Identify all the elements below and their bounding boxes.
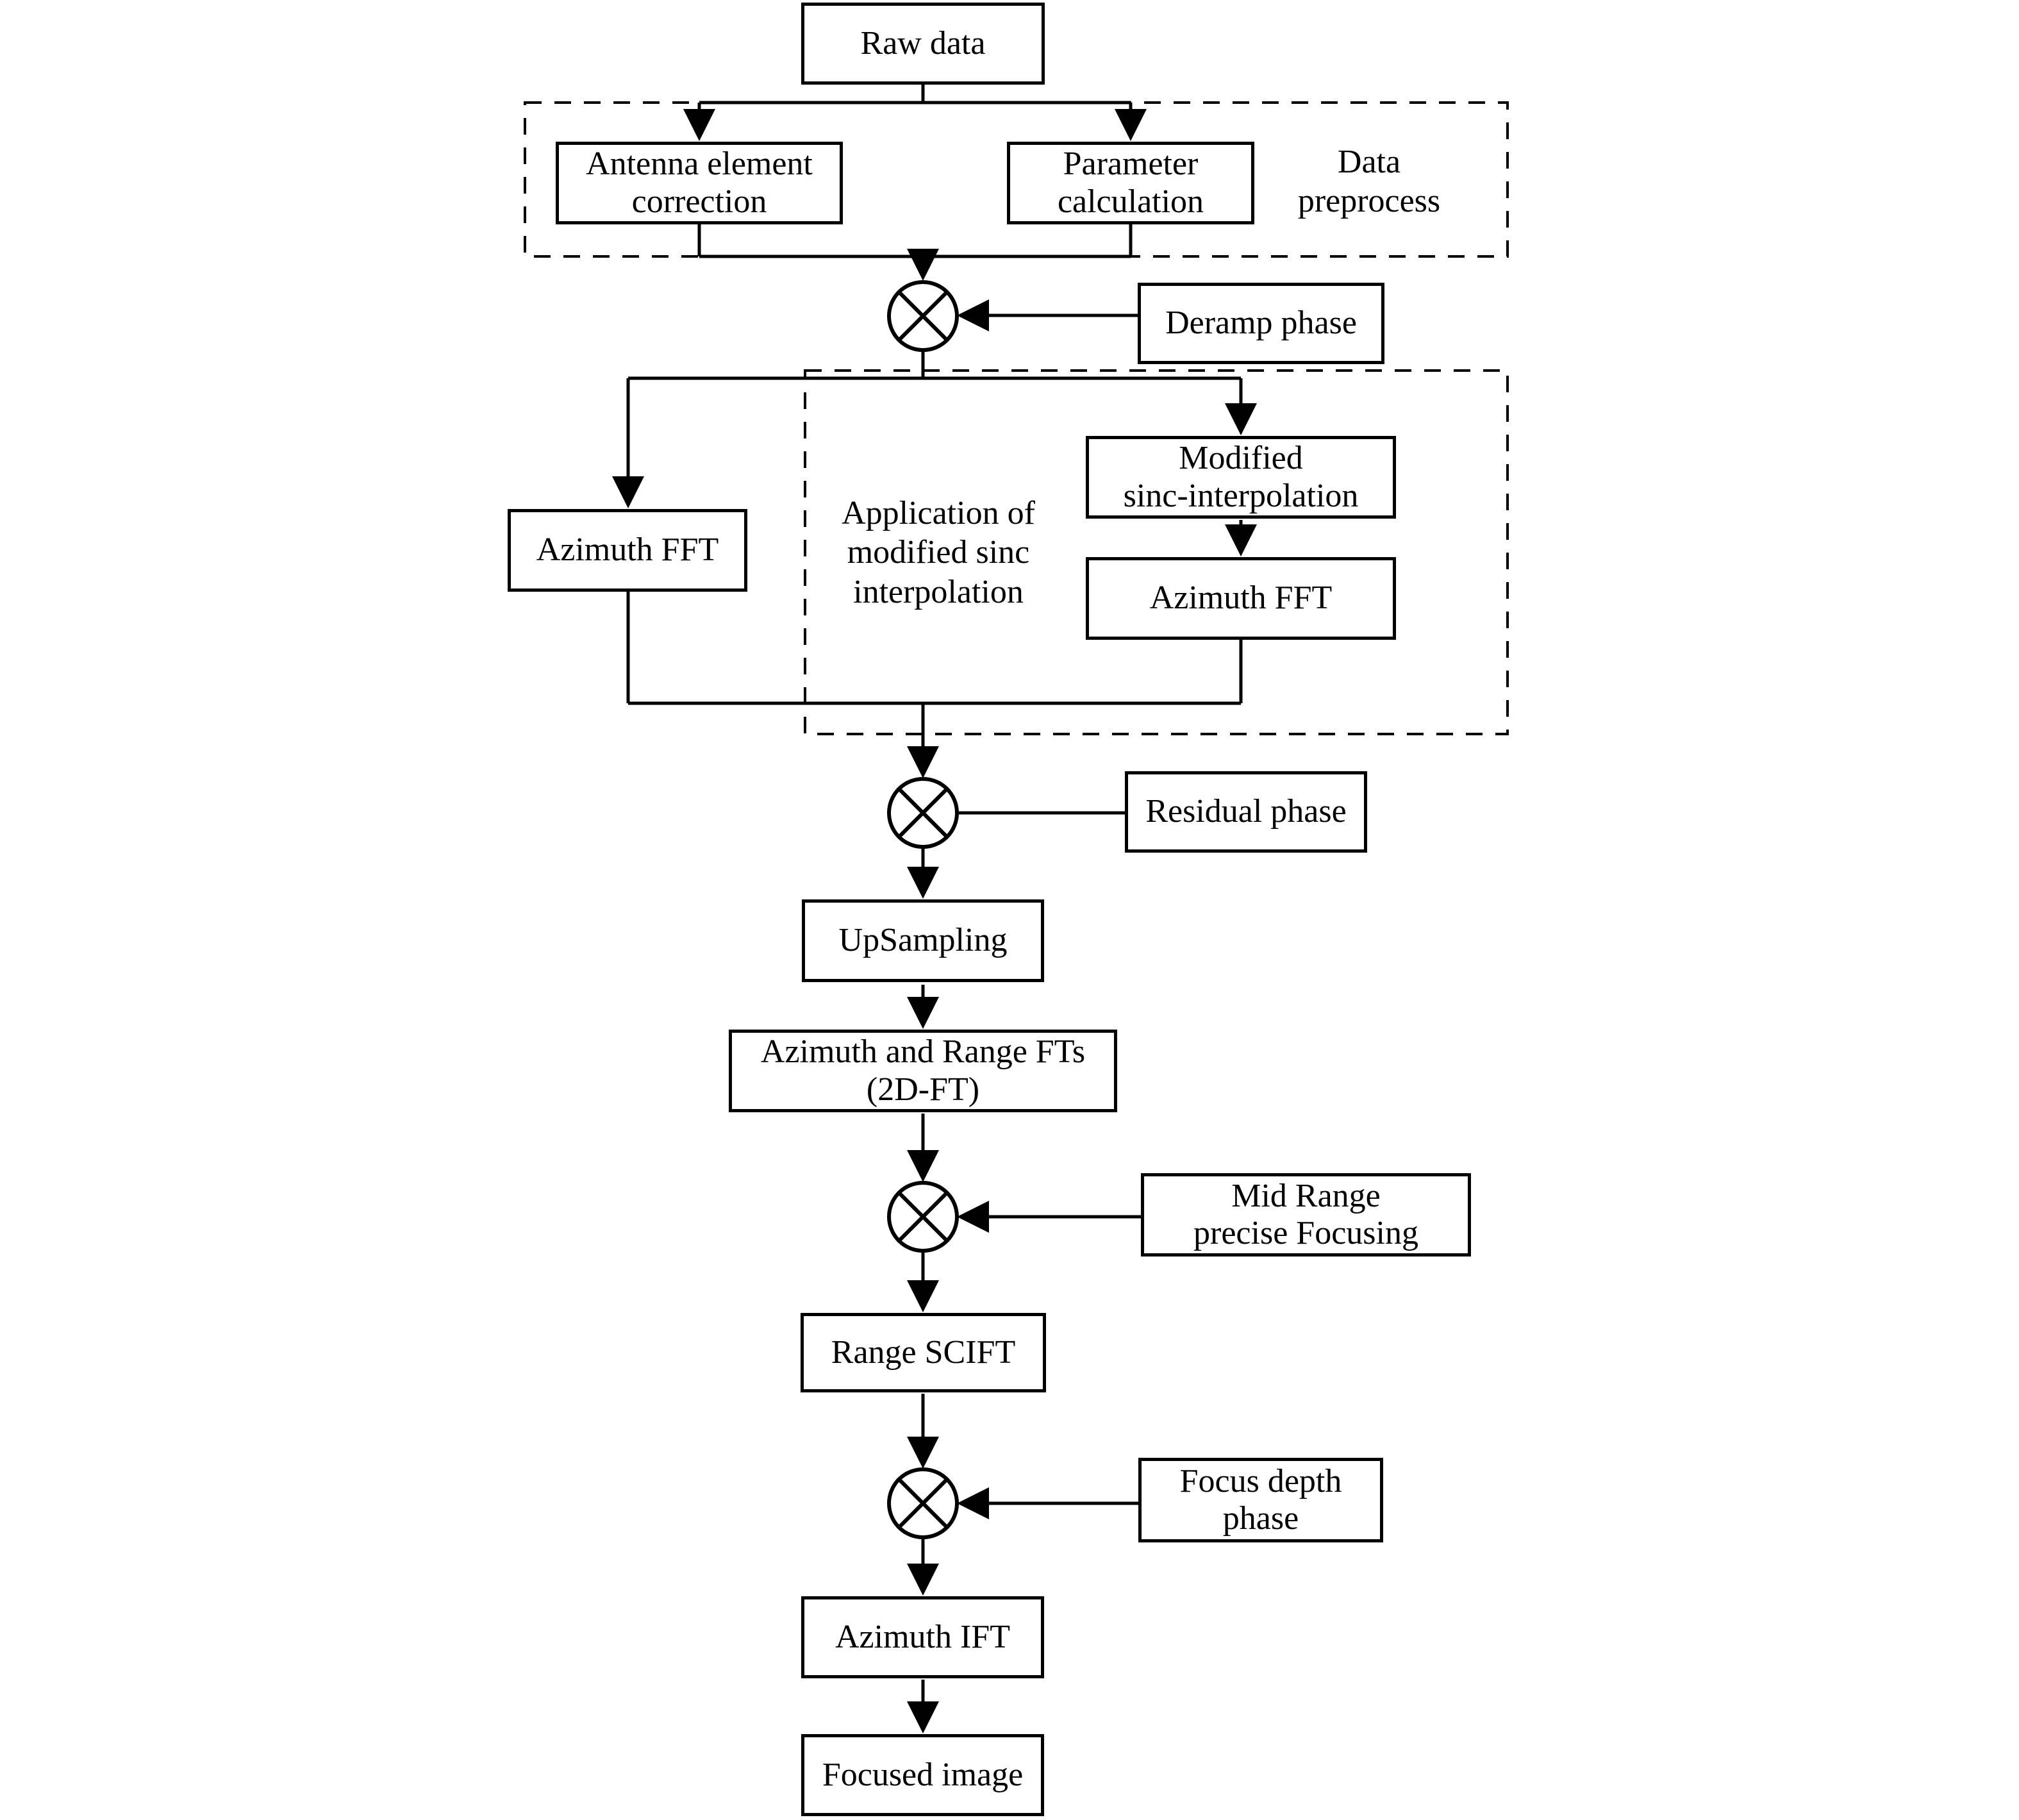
node-raw-data: Raw data — [801, 3, 1045, 85]
multiply-node-focusdepth — [887, 1467, 959, 1539]
node-residual-phase: Residual phase — [1125, 771, 1367, 853]
node-mid-range-focusing: Mid Range precise Focusing — [1141, 1173, 1471, 1256]
label-sinc-application: Application of modified sinc interpolati… — [842, 495, 1035, 610]
node-azimuth-ift: Azimuth IFT — [801, 1596, 1044, 1678]
node-antenna-correction: Antenna element correction — [556, 142, 843, 224]
multiply-node-midrange — [887, 1181, 959, 1253]
multiply-node-residual — [887, 777, 959, 849]
node-azimuth-fft-inner: Azimuth FFT — [1086, 557, 1396, 640]
node-deramp-phase: Deramp phase — [1138, 283, 1384, 364]
node-azimuth-range-fts: Azimuth and Range FTs (2D-FT) — [729, 1030, 1117, 1112]
label-data-preprocess: Data preprocess — [1297, 144, 1441, 220]
node-upsampling: UpSampling — [802, 899, 1044, 982]
node-range-scift: Range SCIFT — [801, 1313, 1046, 1392]
node-modified-sinc: Modified sinc-interpolation — [1086, 436, 1396, 519]
node-focused-image: Focused image — [801, 1734, 1044, 1816]
node-azimuth-fft-left: Azimuth FFT — [508, 509, 747, 592]
multiply-node-deramp — [887, 280, 959, 352]
group-box-sinc-application — [804, 369, 1509, 735]
node-focus-depth-phase: Focus depth phase — [1138, 1458, 1383, 1542]
node-parameter-calculation: Parameter calculation — [1007, 142, 1254, 224]
